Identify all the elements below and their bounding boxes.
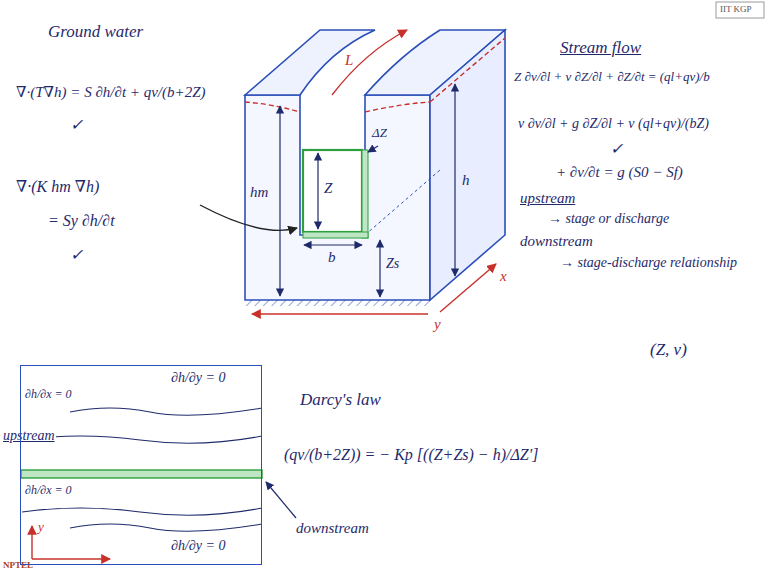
- dimension-label: Zs: [386, 256, 399, 272]
- equation: ∇·(K hm ∇h): [16, 178, 99, 196]
- boundary-condition: ∂h/∂x = 0: [25, 484, 72, 498]
- aquifer-block: [245, 30, 505, 306]
- check-mark: ✓: [610, 140, 623, 158]
- boundary-condition: ∂h/∂x = 0: [25, 388, 72, 402]
- boundary-note: downstream: [520, 233, 593, 250]
- plan-view-boundary: ∂h/∂y = 0 ∂h/∂x = 0 ∂h/∂x = 0 ∂h/∂y = 0: [20, 365, 262, 565]
- equation: v ∂v/∂l + g ∂Z/∂l + v (ql+qv)/(bZ): [518, 116, 709, 132]
- channel-section: [303, 150, 362, 232]
- dimension-arrows: [280, 84, 455, 297]
- watermark: NPTEL: [2, 560, 34, 570]
- axis-arrow: [252, 313, 428, 314]
- axis-label: y: [38, 520, 44, 535]
- streambed-layer: [362, 150, 368, 238]
- dimension-label: b: [328, 249, 336, 266]
- axis-arrow: [32, 558, 110, 559]
- boundary-condition: ∂h/∂y = 0: [171, 370, 225, 386]
- boundary-note: → stage or discharge: [548, 211, 669, 227]
- axis-label: y: [434, 316, 441, 333]
- boundary-note: upstream: [520, 190, 575, 207]
- boundary-label: downstream: [296, 520, 369, 537]
- equation: + ∂v/∂t = g (S0 − Sf): [556, 164, 683, 181]
- equation: ∇·(T∇h) = S ∂h/∂t + qv/(b+2Z): [16, 84, 205, 101]
- check-mark: ✓: [70, 246, 83, 264]
- equation: = Sy ∂h/∂t: [48, 212, 115, 230]
- logo-box: [716, 2, 764, 18]
- heading: Stream flow: [560, 38, 641, 58]
- head-contours: [22, 408, 262, 531]
- heading: Darcy's law: [300, 390, 381, 410]
- leader-arrow: [266, 482, 296, 518]
- logo-text: IIT KGP: [720, 4, 752, 14]
- heading: Ground water: [48, 22, 143, 42]
- axis-arrow: [31, 526, 32, 559]
- length-label: L: [345, 52, 353, 69]
- check-mark: ✓: [70, 116, 83, 134]
- dimension-label: ΔZ: [372, 126, 387, 141]
- boundary-condition: ∂h/∂y = 0: [171, 538, 225, 554]
- axis-arrow: [440, 264, 496, 312]
- dimension-label: hm: [250, 184, 268, 201]
- boundary-note: → stage-discharge relationship: [560, 255, 750, 271]
- dimension-label: Z: [324, 180, 332, 197]
- equation: Z ∂v/∂l + v ∂Z/∂l + ∂Z/∂t = (ql+qv)/b: [514, 70, 710, 85]
- axis-label: x: [500, 268, 507, 285]
- variable-note: (Z, v): [650, 340, 687, 360]
- boundary-label: upstream: [2, 428, 56, 444]
- stream-band: [21, 470, 262, 478]
- stream-length-curve: [332, 30, 407, 95]
- equation: (qv/(b+2Z)) = − Kp [((Z+Zs) − h)/ΔZ′]: [284, 446, 538, 464]
- pointer-arrow: [200, 205, 297, 230]
- streambed-layer: [303, 232, 368, 238]
- water-table: [245, 38, 505, 112]
- dimension-label: h: [462, 172, 470, 189]
